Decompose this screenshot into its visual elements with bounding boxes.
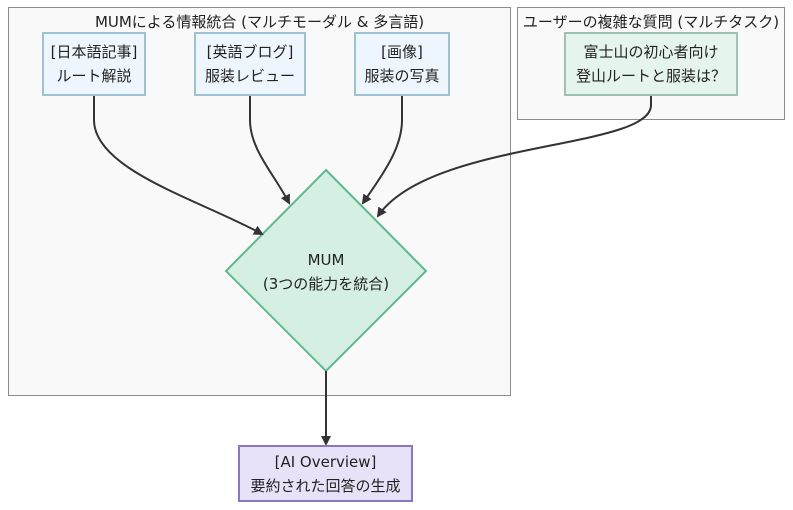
- node-ai-overview-line1: [AI Overview]: [274, 452, 377, 471]
- node-image: [画像] 服装の写真: [354, 32, 450, 96]
- node-en-blog-line2: 服装レビュー: [204, 67, 295, 85]
- node-ai-overview-line2: 要約された回答の生成: [250, 476, 401, 495]
- node-en-blog: [英語ブログ] 服装レビュー: [194, 32, 306, 96]
- mum-cluster-title: MUMによる情報統合 (マルチモーダル & 多言語): [94, 13, 425, 31]
- node-image-line2: 服装の写真: [364, 67, 440, 85]
- edge-image-to-mum: [361, 96, 403, 205]
- node-jp-article: [日本語記事] ルート解説: [42, 32, 146, 96]
- node-question-line2: 登山ルートと服装は？: [575, 67, 726, 85]
- node-en-blog-line1: [英語ブログ]: [206, 43, 294, 61]
- node-mum-line2: (3つの能力を統合): [262, 275, 390, 293]
- node-question: 富士山の初心者向け 登山ルートと服装は？: [564, 32, 738, 96]
- node-mum-label: MUM (3つの能力を統合): [226, 246, 426, 298]
- node-question-line1: 富士山の初心者向け: [583, 43, 719, 61]
- node-jp-article-line2: ルート解説: [56, 67, 132, 85]
- query-cluster-title: ユーザーの複雑な質問 (マルチタスク): [522, 13, 780, 31]
- node-mum-line1: MUM: [307, 251, 345, 269]
- node-ai-overview: [AI Overview] 要約された回答の生成: [238, 445, 413, 502]
- node-jp-article-line1: [日本語記事]: [50, 43, 138, 61]
- edge-question-to-mum: [376, 96, 652, 218]
- node-image-line1: [画像]: [381, 43, 423, 61]
- edge-en-blog-to-mum: [249, 96, 290, 205]
- edge-jp-article-to-mum: [93, 96, 264, 235]
